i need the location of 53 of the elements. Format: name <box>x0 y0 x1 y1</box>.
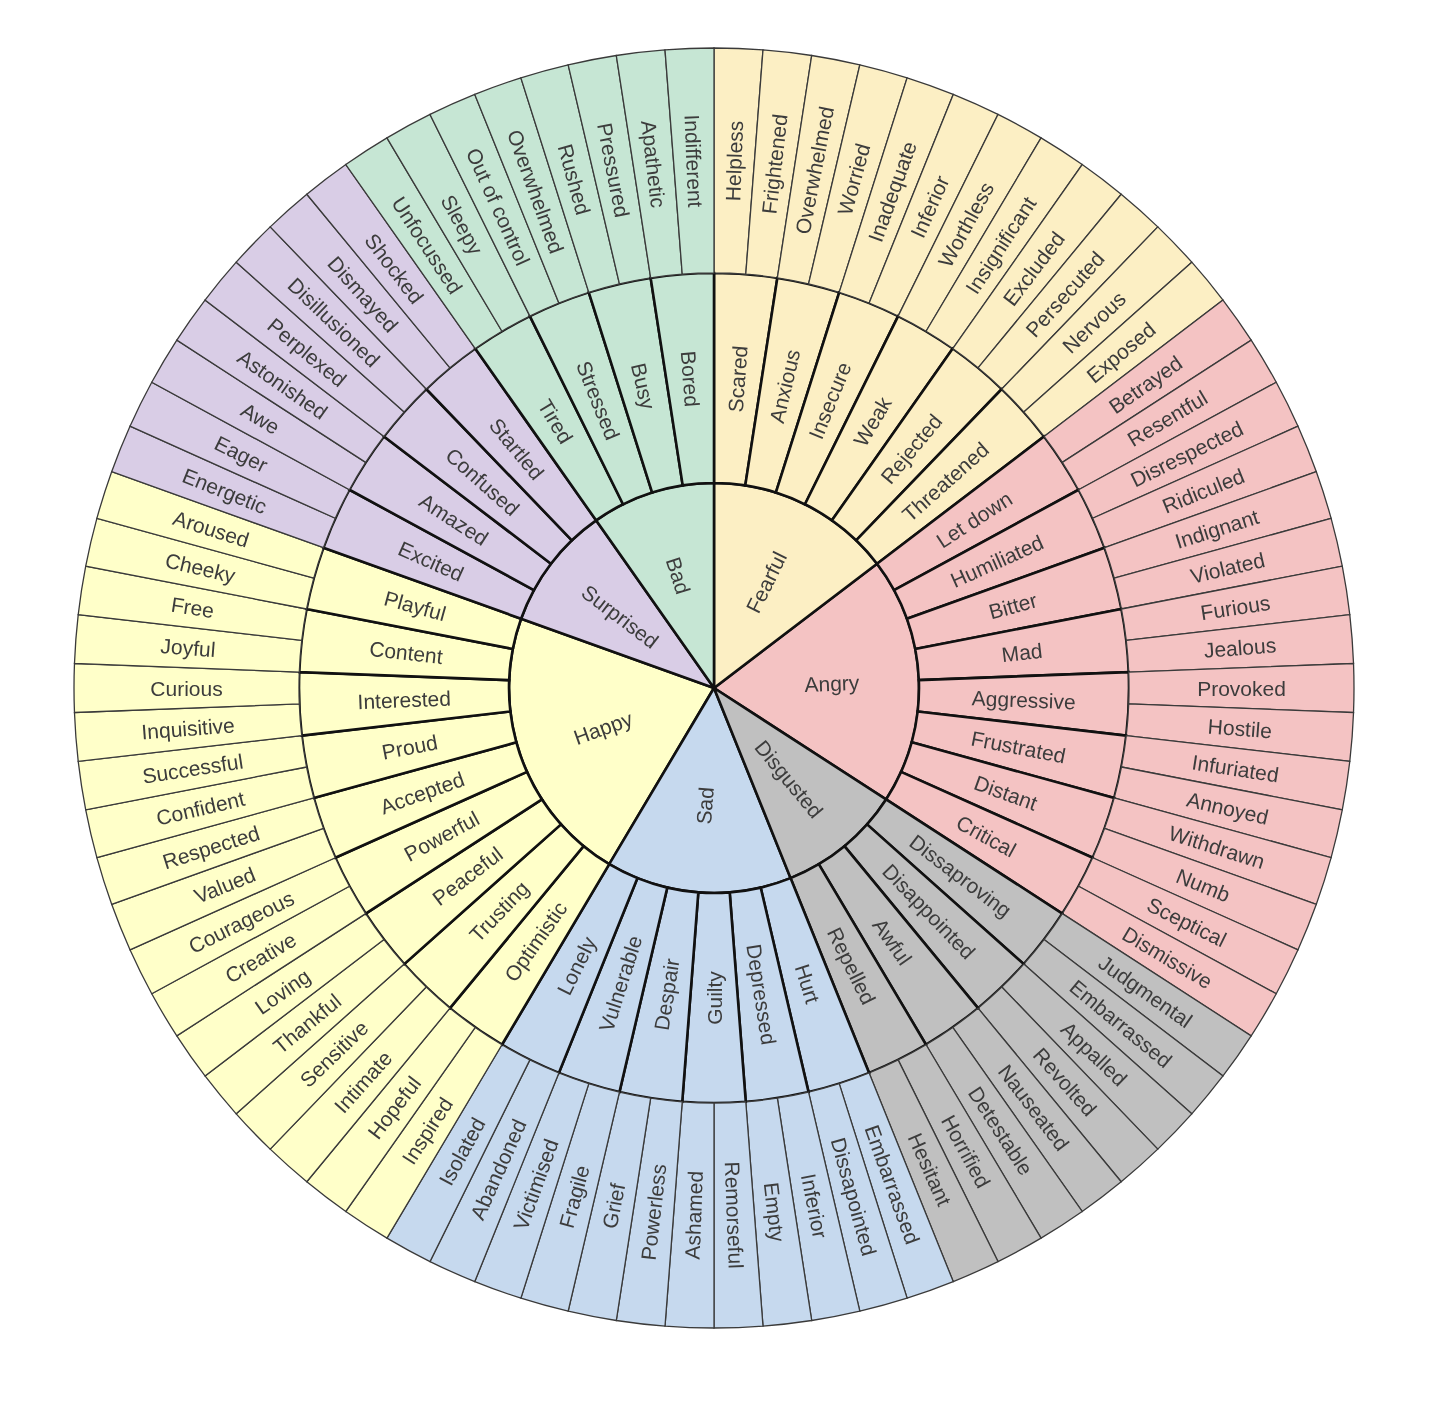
emotion-label: Hostile <box>1207 714 1273 743</box>
emotion-label: Ashamed <box>680 1170 707 1260</box>
emotion-label: Confident <box>154 786 247 830</box>
emotion-label: Curious <box>150 676 223 700</box>
emotion-label: Helpless <box>721 120 748 202</box>
emotion-label: Bored <box>676 350 704 408</box>
emotion-label: Worried <box>833 141 875 218</box>
emotion-label: Hurt <box>790 961 825 1006</box>
emotion-label: Anxious <box>764 347 805 426</box>
emotion-label: Grief <box>597 1181 630 1231</box>
core-emotion-label: Sad <box>692 786 718 826</box>
emotion-label: Furious <box>1198 590 1272 625</box>
emotion-label: Successful <box>140 749 245 788</box>
emotion-segment <box>713 1101 764 1329</box>
emotion-label: Content <box>368 636 444 669</box>
emotion-segment <box>73 662 300 714</box>
emotion-label: Fragile <box>554 1162 594 1231</box>
emotion-label: Pressured <box>593 121 634 220</box>
emotion-label: Powerless <box>636 1162 671 1262</box>
emotion-label: Violated <box>1188 548 1267 588</box>
emotion-label: Empty <box>759 1181 790 1243</box>
emotion-label: Depressed <box>742 942 781 1047</box>
emotion-label: Bitter <box>986 588 1040 624</box>
emotion-label: Provoked <box>1197 676 1286 700</box>
emotion-label: Jealous <box>1203 633 1277 662</box>
emotion-label: Annoyed <box>1184 787 1271 829</box>
emotion-segment <box>664 1101 715 1329</box>
core-emotion-label: Bad <box>661 554 695 597</box>
emotion-label: Remorseful <box>720 1161 748 1270</box>
emotion-label: Guilty <box>702 971 726 1025</box>
emotion-label: Free <box>169 592 216 623</box>
emotion-segment <box>664 47 715 275</box>
emotion-label: Playful <box>381 586 449 626</box>
emotion-label: Frustrated <box>969 726 1068 768</box>
emotion-label: Mad <box>1000 638 1044 667</box>
emotion-label: Apathetic <box>637 119 670 209</box>
emotion-label: Interested <box>357 686 452 714</box>
emotion-label: Indifferent <box>680 114 708 208</box>
emotion-label: Infuriated <box>1190 750 1281 787</box>
emotion-label: Aggressive <box>971 686 1077 714</box>
emotion-label: Scared <box>723 344 752 413</box>
emotion-label: Despair <box>649 956 684 1032</box>
emotion-label: Cheeky <box>163 548 238 588</box>
emotion-label: Inferior <box>796 1171 832 1241</box>
core-emotion-label: Angry <box>804 670 860 696</box>
emotion-label: Busy <box>626 360 660 412</box>
emotion-label: Frightened <box>757 112 792 216</box>
emotion-segment <box>1128 662 1355 714</box>
emotion-label: Joyful <box>159 634 217 662</box>
emotion-label: Proud <box>379 730 440 764</box>
core-emotion-label: Happy <box>570 706 636 749</box>
emotion-label: Distant <box>971 770 1041 815</box>
emotion-label: Inquisitive <box>140 713 236 744</box>
